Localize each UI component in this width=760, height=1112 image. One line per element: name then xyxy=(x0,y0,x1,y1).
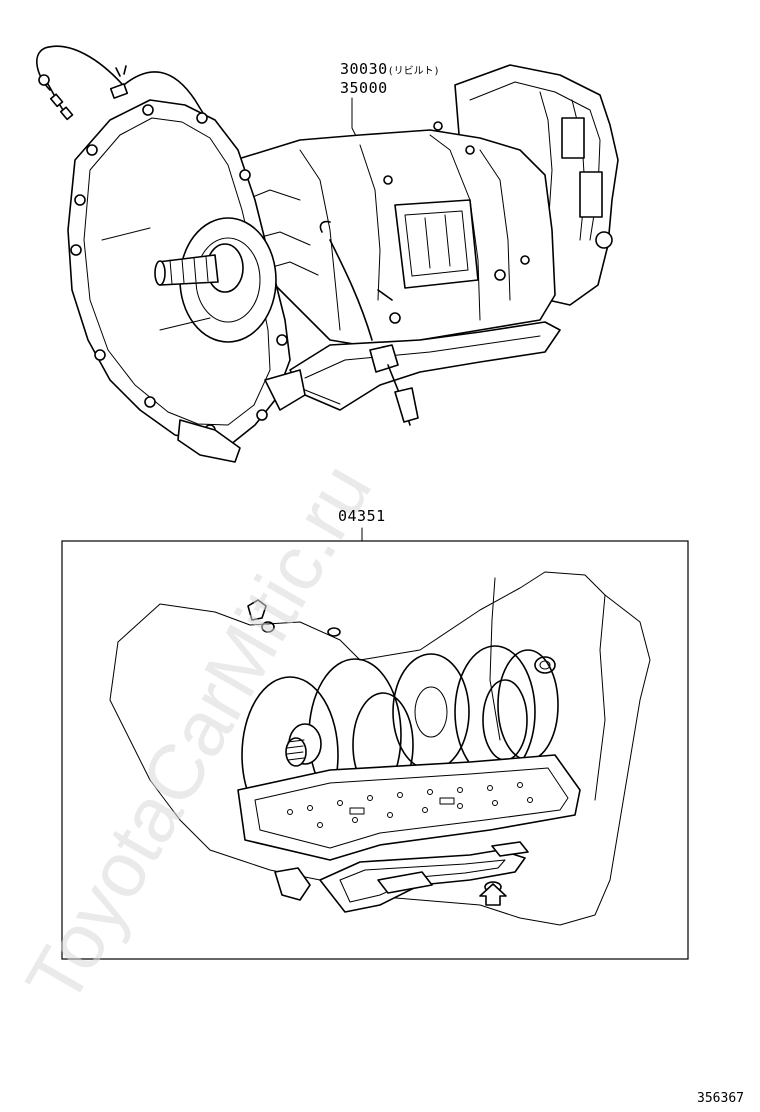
oil-pan-gasket xyxy=(274,841,529,913)
drain-plug-gasket xyxy=(479,883,507,906)
assembly-code-label-1: 30030(リビルト) xyxy=(340,61,440,80)
wiring-harness xyxy=(36,45,241,161)
assembly-code-1: 30030 xyxy=(340,60,388,78)
seal-plug xyxy=(285,723,322,767)
assembly-code-label-2: 35000 xyxy=(340,79,388,97)
reference-number: 356367 xyxy=(697,1091,744,1106)
case-ghost-outline xyxy=(109,571,651,926)
valve-body-holes xyxy=(287,782,533,828)
transmission-case xyxy=(67,64,619,463)
gasket-kit-code-label: 04351 xyxy=(338,507,386,525)
valve-body-gasket xyxy=(237,754,581,861)
shift-linkage xyxy=(319,220,419,426)
gasket-kit-frame xyxy=(61,540,689,960)
assembly-code-1-note: (リビルト) xyxy=(387,66,440,77)
